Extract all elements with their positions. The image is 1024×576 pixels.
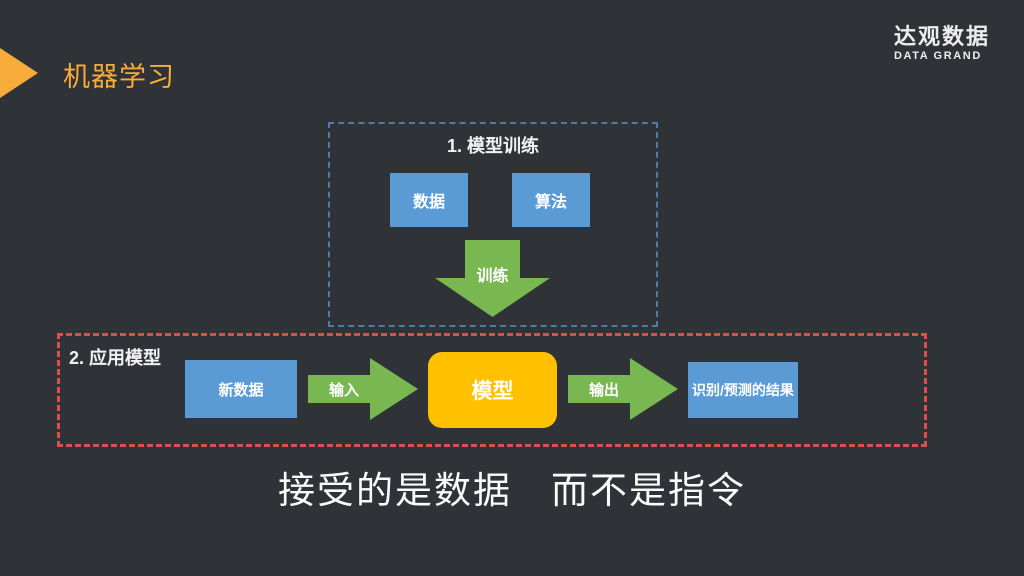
training-group-box: 1. 模型训练 数据 算法 训练 <box>328 122 658 327</box>
brand-logo-cn: 达观数据 <box>893 24 990 49</box>
node-model: 模型 <box>428 352 557 428</box>
training-heading: 1. 模型训练 <box>446 136 539 156</box>
input-arrow-label: 输入 <box>328 381 359 399</box>
input-arrow: 输入 <box>308 358 418 420</box>
slide-caption: 接受的是数据 而不是指令 <box>278 470 746 511</box>
brand-logo-en: DATA GRAND <box>893 50 982 63</box>
page-title: 机器学习 <box>63 62 175 92</box>
right-arrow-icon <box>308 358 418 420</box>
apply-heading: 2. 应用模型 <box>69 348 162 368</box>
output-arrow-label: 输出 <box>588 381 619 399</box>
right-arrow-icon <box>568 358 678 420</box>
node-result: 识别/预测的结果 <box>688 362 798 418</box>
brand-logo: 达观数据 DATA GRAND <box>894 25 990 62</box>
node-algorithm: 算法 <box>512 173 590 227</box>
node-data: 数据 <box>390 173 468 227</box>
output-arrow: 输出 <box>568 358 678 420</box>
node-new-data: 新数据 <box>185 360 297 418</box>
title-arrow-icon <box>0 44 38 102</box>
train-arrow-label: 训练 <box>476 268 509 285</box>
apply-group-box: 2. 应用模型 新数据 输入 模型 输出 识别/预测的结果 <box>57 333 927 447</box>
down-arrow-icon <box>435 240 550 317</box>
train-down-arrow: 训练 <box>435 240 550 317</box>
